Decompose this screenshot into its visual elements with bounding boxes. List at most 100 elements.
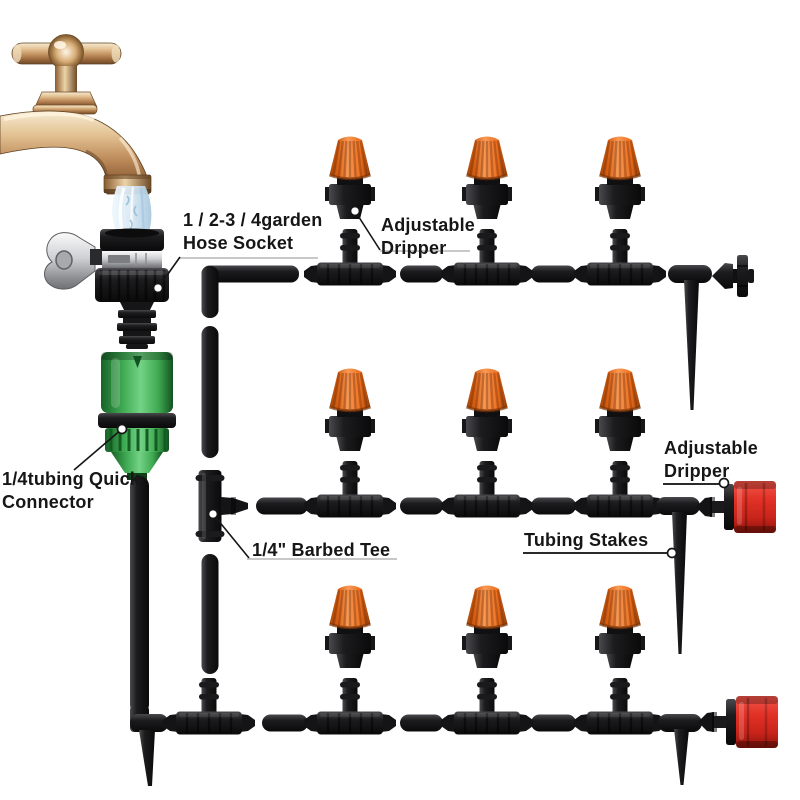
knob-highlight [54,41,66,49]
dripper-flange [462,187,468,201]
dripper-neck [474,177,500,185]
dripper-body [329,184,371,205]
barb-ridge [610,233,630,239]
adjustable-dripper-label-right-line1: Adjustable [664,438,759,458]
tee-left-barb [304,714,319,732]
tee-right-barb [381,714,396,732]
barbed-tee-label-text: 1/4" Barbed Tee [252,540,391,560]
tee-highlight [457,713,517,717]
tubing-stakes-label: Tubing Stakes [524,529,648,552]
barb-stem [712,501,725,513]
adjustable-dripper [595,585,645,668]
stake-holder [656,497,700,515]
barbed-tee [163,678,255,735]
dripper-outlet [473,435,501,451]
tube-segment [400,265,443,283]
pointer-line [354,210,381,251]
end-cap-flange [737,255,748,297]
barb-ring [231,497,236,515]
dripper-flange [506,187,512,201]
barb-ridge [340,465,360,471]
dripper-body [599,416,641,437]
dripper-cap [329,585,371,628]
tee-left-barb [304,265,319,283]
outlet-barb [119,336,155,344]
dripper-flange [325,636,331,650]
tube-segment [130,476,149,714]
barb-ridge [610,694,630,700]
cap-lip [598,173,642,181]
cap-rib [480,589,485,627]
dripper-flange [595,419,601,433]
tee-right-barb [518,497,533,515]
pointer-dot [207,508,219,520]
dripper-flange [506,419,512,433]
quick-connector-label-line1: 1/4tubing Quick [2,469,141,489]
dripper-cap [329,368,371,411]
water-ripple [125,195,138,230]
end-cap-cone [712,263,733,289]
dripper-outlet [606,652,634,668]
barb-cone [696,497,712,517]
tubing-stakes-label-text: Tubing Stakes [524,530,649,550]
adjustable-dripper [325,368,375,451]
adjustable-dripper [462,136,512,219]
stake-holder [668,265,712,283]
cap-rib [622,589,627,627]
water-streak [118,187,126,233]
tubing-stake [668,265,712,410]
outlet-barb [120,302,154,310]
outlet-barb [118,310,156,318]
connector-taper [111,452,163,473]
tube-segment [256,497,308,515]
outlet-barb [123,331,151,336]
barbed-tee [304,229,396,286]
tee-highlight [320,264,380,268]
cap-rib [602,372,611,410]
cap-lip [598,405,642,413]
cap-rib [332,372,341,410]
tube-segment [201,326,219,458]
cap-rib [343,140,348,178]
body-band [734,526,776,533]
outlet-barb [126,344,148,349]
dripper-cap [466,368,508,411]
cap-rib [602,589,611,627]
collar-band [104,175,151,179]
barb-ridge [477,245,497,251]
tubing-stake [658,714,702,785]
connector-body [101,352,173,413]
dripper-flange [639,187,645,201]
cap-rib [474,372,481,410]
faucet-bonnet [34,91,98,108]
dripper-flange [639,636,645,650]
end-cap-neck [733,269,737,283]
cap-rib [332,140,341,178]
cap-rib [629,140,638,178]
dripper-neck [337,409,363,417]
dripper-flange [506,636,512,650]
dripper-body [329,633,371,654]
cap-rib [607,589,614,627]
barbed-tee [195,470,248,542]
dripper-neck [474,626,500,634]
stake-spike [674,729,689,785]
body-highlight [739,702,744,740]
barb-ridge [199,694,219,700]
dripper-neck [607,409,633,417]
faucet [0,34,152,195]
dripper-outlet [473,203,501,219]
tee-highlight [590,264,650,268]
barb-ridge [340,682,360,688]
tube-segment [531,265,576,283]
handle-end [111,44,121,63]
pointer-line [157,256,181,289]
dripper-flange [462,419,468,433]
tee-right-barb [221,497,248,515]
dripper-body [599,633,641,654]
cap-rib [496,140,505,178]
tee-body [587,262,653,286]
adjustable-dripper-label-top-line2: Dripper [381,238,447,258]
pointer-dot [349,205,361,217]
cap-rib [337,140,344,178]
